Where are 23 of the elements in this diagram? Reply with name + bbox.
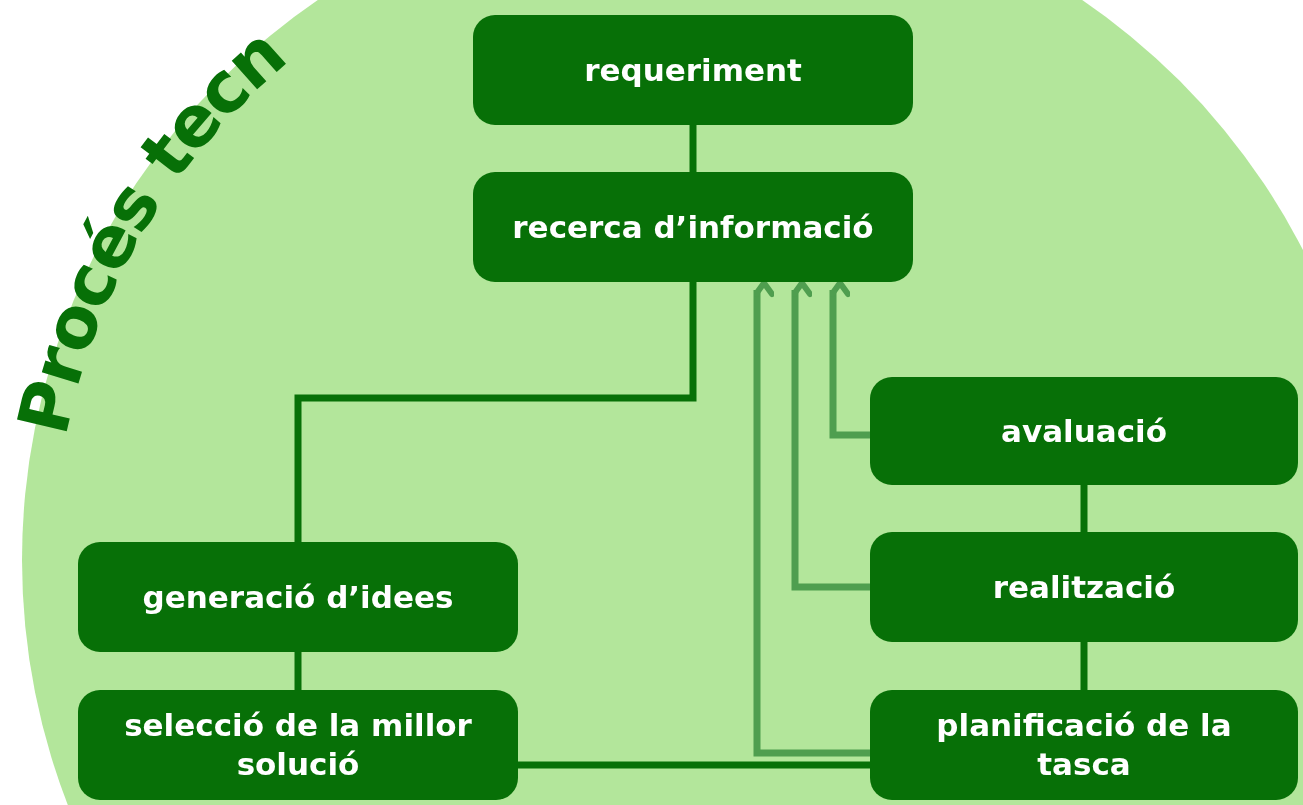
connector-line <box>1080 642 1088 690</box>
process-box <box>473 15 913 125</box>
arrow <box>791 280 870 591</box>
process-box <box>473 172 913 282</box>
process-box <box>78 542 518 652</box>
box-label: planificació de la tasca <box>935 706 1233 784</box>
connector-line <box>518 761 870 769</box>
arrow <box>753 280 870 757</box>
process-box <box>870 377 1298 485</box>
box-label: selecció de la millor solució <box>123 706 473 784</box>
box-label: generació d’idees <box>142 577 454 617</box>
connector-line <box>294 652 302 690</box>
connector-line <box>1080 485 1088 532</box>
connector-line <box>294 282 697 542</box>
box-label: realització <box>992 567 1176 607</box>
process-box <box>870 532 1298 642</box>
box-label: avaluació <box>1001 411 1167 451</box>
box-label: recerca d’informació <box>512 207 874 247</box>
arrow <box>829 280 870 439</box>
process-box <box>78 690 518 800</box>
connector-line <box>689 125 697 172</box>
box-label: requeriment <box>584 50 802 90</box>
process-box <box>870 690 1298 800</box>
